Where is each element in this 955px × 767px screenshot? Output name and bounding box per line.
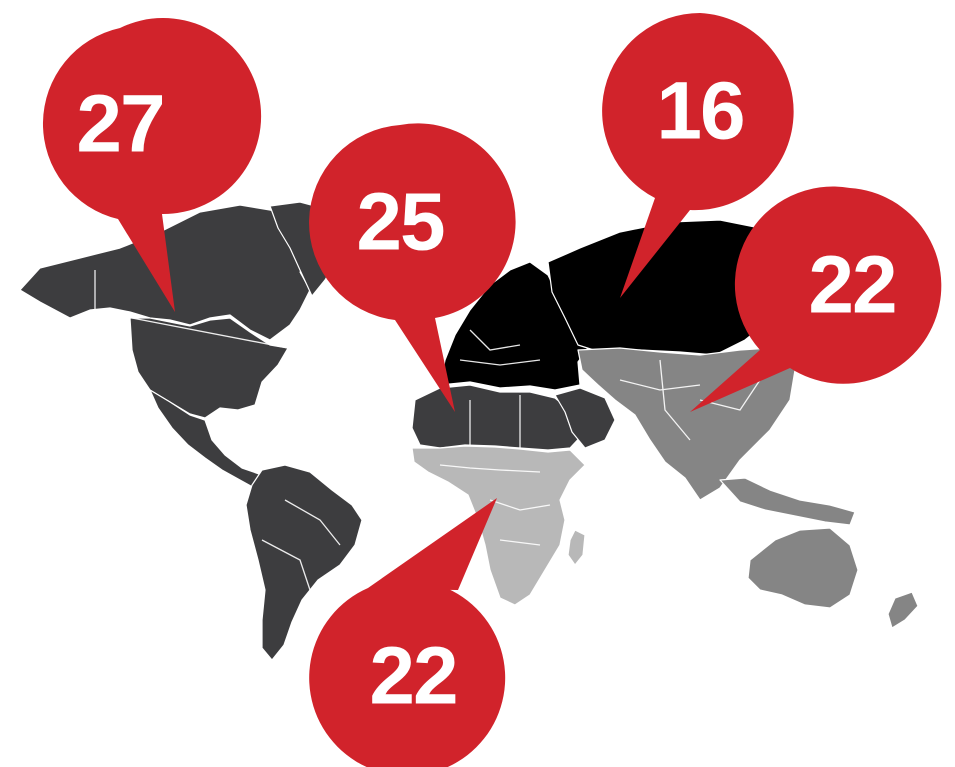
border-line	[699, 379, 761, 411]
pin-value-sub-saharan-africa: 22	[369, 631, 456, 722]
border-line	[459, 359, 541, 366]
border-line	[659, 359, 691, 441]
land-north-africa	[411, 384, 586, 451]
pin-marker	[42, 18, 262, 312]
pin-value-russia: 16	[656, 66, 743, 157]
pin-americas: 27	[42, 18, 262, 312]
region-americas	[19, 201, 363, 661]
country-borders	[94, 270, 761, 591]
border-line	[619, 379, 701, 391]
border-line	[439, 464, 541, 473]
pin-marker	[602, 13, 794, 298]
land-middle-east	[554, 387, 616, 449]
pin-marker	[690, 186, 942, 412]
land-southeast-asia	[719, 477, 856, 526]
pin-marker	[309, 123, 516, 412]
pin-russia: 16	[602, 13, 794, 298]
border-line	[469, 329, 521, 351]
pin-sub-saharan-africa: 22	[309, 498, 506, 767]
pin-marker	[309, 498, 506, 767]
border-line	[499, 539, 541, 546]
border-line	[131, 317, 289, 349]
region-sub-saharan-africa	[411, 445, 586, 606]
border-line	[261, 539, 311, 591]
pin-europe-north-africa: 25	[309, 123, 516, 412]
land-south-america	[245, 464, 363, 661]
pin-asia-pacific: 22	[690, 186, 942, 412]
border-line	[189, 413, 206, 421]
region-asia-pacific	[577, 347, 919, 629]
border-line	[284, 499, 341, 546]
pin-value-americas: 27	[76, 79, 163, 170]
land-madagascar	[567, 529, 586, 566]
border-line	[489, 499, 551, 511]
region-north-africa-middle-east	[411, 384, 616, 451]
pin-value-europe-north-africa: 25	[356, 177, 444, 268]
land-sub-saharan-africa	[411, 445, 586, 606]
land-australia	[747, 527, 859, 609]
land-new-zealand	[887, 591, 919, 629]
region-europe-russia	[439, 219, 801, 391]
pin-value-asia-pacific: 22	[808, 240, 895, 331]
